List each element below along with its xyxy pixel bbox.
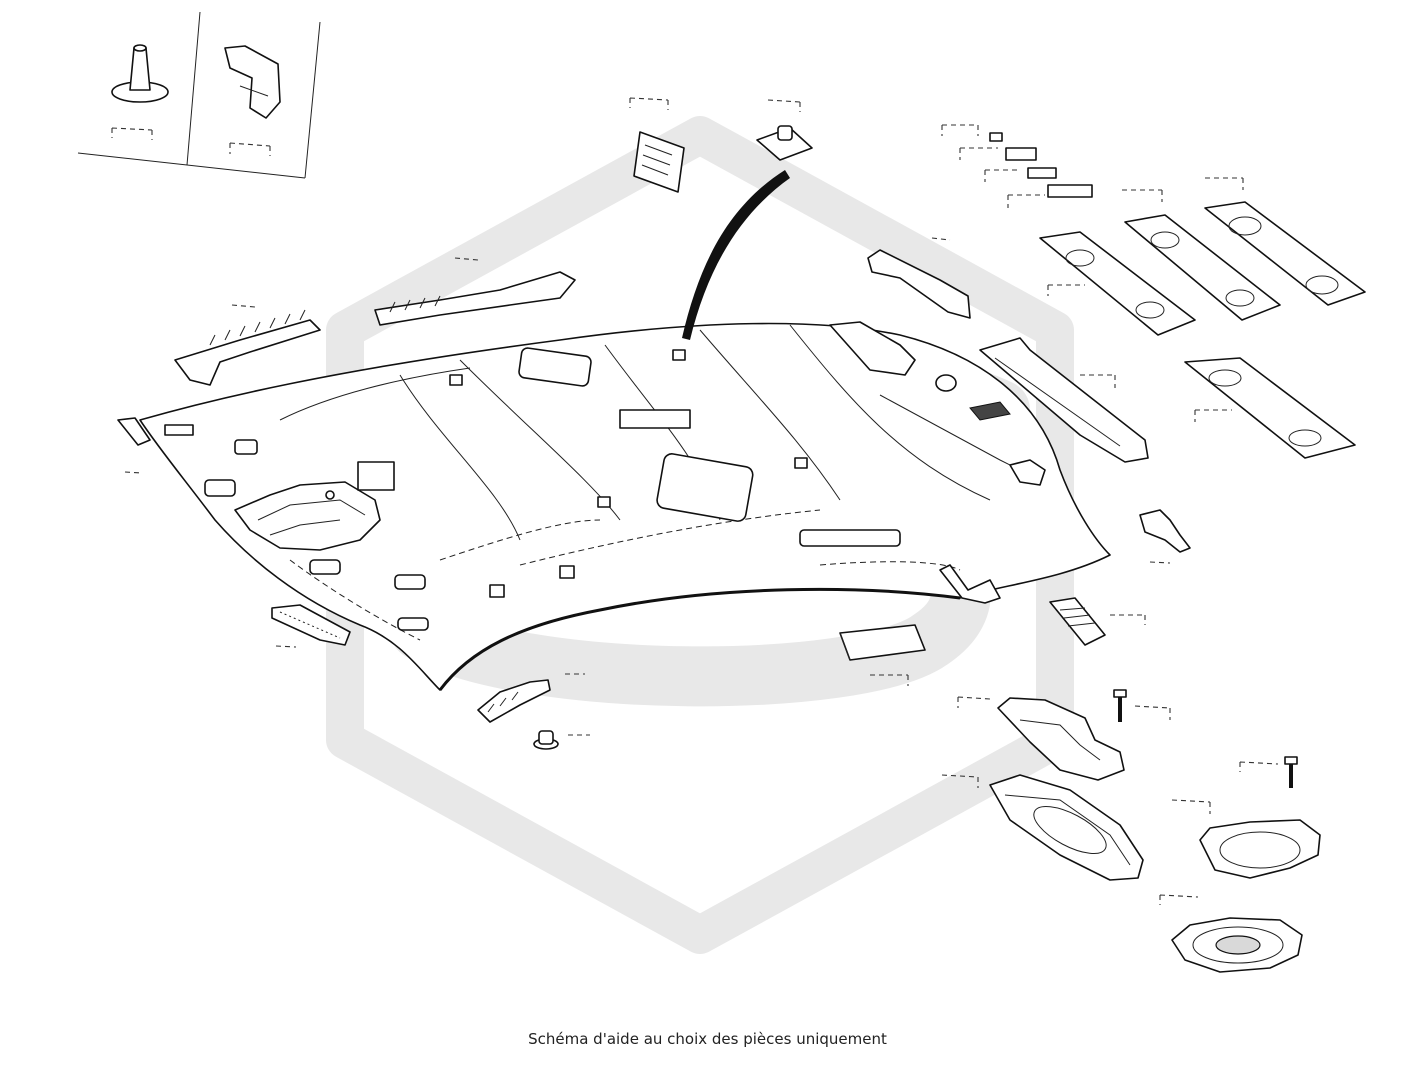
dome-light-lens-large[interactable]	[941, 774, 1144, 881]
bottom-bracket[interactable]	[477, 673, 585, 723]
panel-clip-cluster[interactable]	[829, 321, 1046, 486]
handle-bracket[interactable]	[867, 237, 971, 319]
bottom-plug[interactable]	[533, 730, 590, 750]
diagram-caption: Schéma d'aide au choix des pièces unique…	[528, 1030, 887, 1048]
screw-front[interactable]	[1113, 689, 1171, 722]
inset-fasteners	[77, 11, 321, 179]
retaining-bracket[interactable]	[224, 45, 281, 156]
side-rail-right[interactable]	[979, 337, 1149, 463]
push-pin-clip[interactable]	[111, 44, 169, 140]
label-plate-part[interactable]	[629, 97, 685, 193]
comb-strip[interactable]	[271, 604, 351, 648]
reading-light-bezel[interactable]	[1171, 799, 1321, 879]
dome-light-housing-front[interactable]	[957, 696, 1125, 781]
trim-panel-a[interactable]	[1039, 231, 1196, 336]
wire-connector[interactable]	[1139, 509, 1191, 564]
trim-panel-b[interactable]	[1122, 189, 1281, 321]
foam-pad-set[interactable]	[941, 124, 1093, 208]
foam-block[interactable]	[839, 624, 926, 686]
left-strip-gear[interactable]	[174, 304, 321, 386]
left-rail-bracket[interactable]	[374, 257, 576, 326]
corner-trim-right[interactable]	[939, 564, 1001, 604]
screw-rear[interactable]	[1239, 756, 1298, 788]
trim-panel-c[interactable]	[1204, 177, 1366, 306]
map-light-bezel[interactable]	[1159, 894, 1303, 973]
headliner-exploded-diagram	[77, 11, 1366, 973]
headliner-panel[interactable]	[139, 322, 1111, 691]
vent-grille[interactable]	[1049, 597, 1146, 646]
pointer-arrow	[682, 170, 790, 340]
edge-clip-left[interactable]	[117, 417, 151, 474]
trim-panel-d[interactable]	[1184, 357, 1356, 459]
grommet-part[interactable]	[756, 99, 813, 161]
